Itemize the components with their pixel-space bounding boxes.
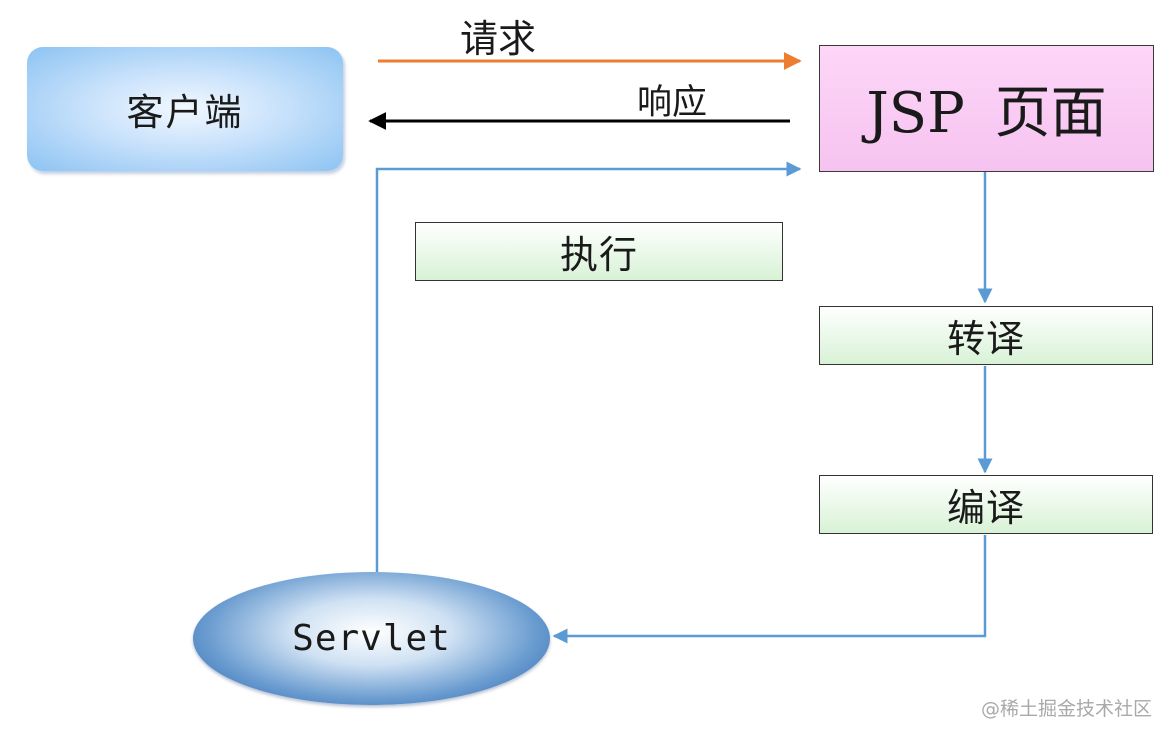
servlet-node: Servlet [193,572,550,705]
compile-to-servlet-arrow [552,535,987,644]
compile-node: 编译 [819,475,1153,534]
servlet-to-jsp-arrow [375,161,802,572]
translate-node: 转译 [819,306,1153,365]
jsp-page-label: JSP 页面 [866,81,1107,146]
request-label: 请求 [460,17,537,61]
jsp-page-node: JSP 页面 [819,45,1154,172]
execute-node: 执行 [415,222,783,281]
client-node: 客户端 [27,47,343,171]
client-label: 客户端 [126,91,244,134]
compile-label: 编译 [946,486,1025,530]
watermark: @稀土掘金技术社区 [980,698,1152,720]
execute-label: 执行 [559,233,638,277]
servlet-label: Servlet [292,618,451,659]
translate-label: 转译 [946,317,1025,361]
response-label: 响应 [637,83,708,123]
